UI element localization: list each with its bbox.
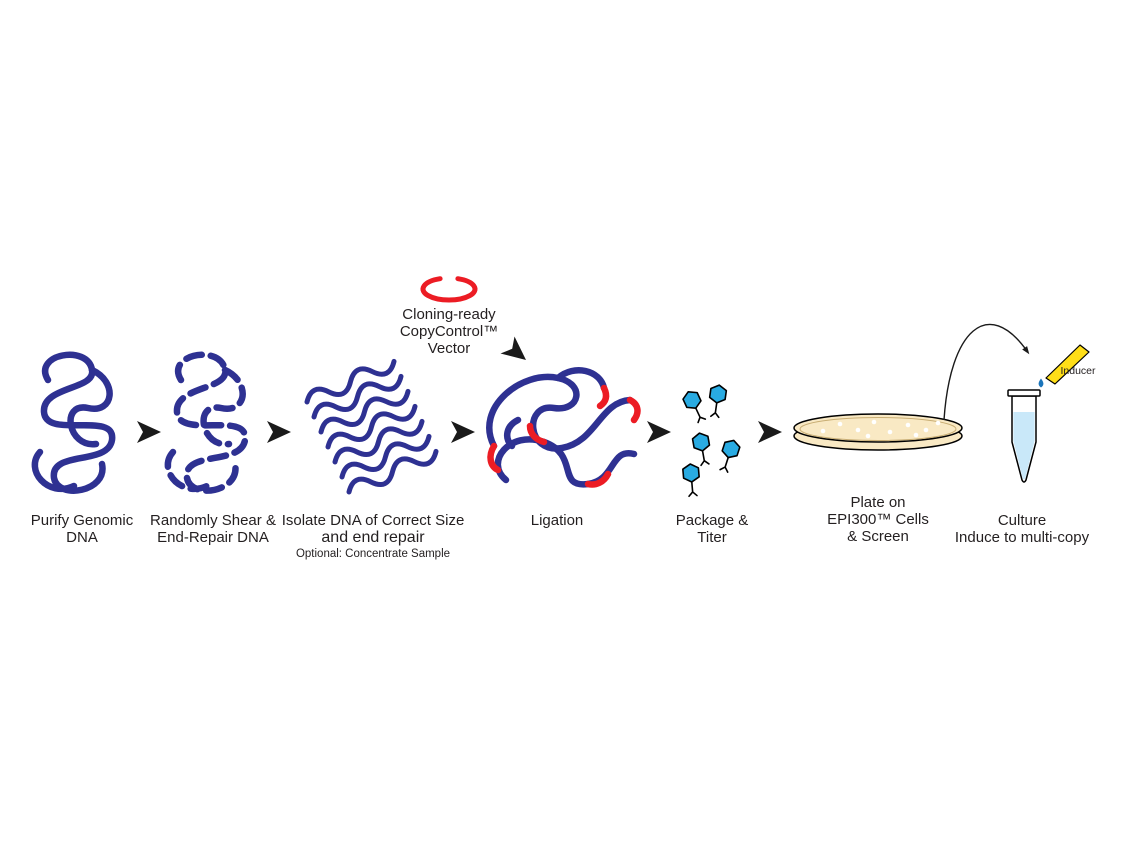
phage-particle: [719, 439, 741, 473]
label-line: Culture: [997, 512, 1047, 529]
label-line: and end repair: [321, 529, 425, 546]
ligation-red-segment: [526, 422, 548, 446]
vector-ring-icon: [420, 276, 478, 303]
phage-particle: [682, 391, 707, 424]
ligation-red-segment: [626, 396, 641, 424]
label-cloning-ready-vector: Cloning-ready CopyControl™ Vector: [400, 306, 498, 357]
step-arrow-5: [758, 421, 782, 443]
label-inducer: Inducer: [1060, 365, 1095, 377]
phage-particle: [708, 384, 728, 419]
ligation-red-segment: [584, 470, 612, 488]
label-line: Ligation: [530, 512, 584, 529]
ligation-red-segment: [487, 442, 502, 474]
genomic-dna-tangle-icon: [31, 351, 116, 494]
step-arrow-1: [137, 421, 161, 443]
petri-dish-icon: [793, 413, 963, 451]
label-line: Purify Genomic: [30, 512, 134, 529]
phage-particles-icon: [682, 384, 741, 498]
step-arrow-4: [647, 421, 671, 443]
label-line: Inducer: [1060, 365, 1096, 377]
step-arrow-3: [451, 421, 475, 443]
label-line: Plate on: [850, 494, 906, 511]
label-ligation: Ligation: [531, 512, 584, 529]
tube-cap: [1007, 389, 1041, 397]
transfer-arrow: [943, 323, 1028, 421]
label-line: Cloning-ready: [402, 306, 496, 323]
inducer-drop-icon: [1038, 378, 1044, 388]
microcentrifuge-tube-icon: [1007, 389, 1041, 483]
pipette-tip-icon: [1045, 344, 1090, 385]
ligation-tangle-icon: [486, 367, 641, 488]
label-optional-note: Optional: Concentrate Sample: [295, 548, 451, 560]
colonies: [820, 419, 941, 439]
sheared-dna-tangle-icon: [164, 351, 249, 494]
label-line: Package &: [675, 512, 749, 529]
vector-arrow: [500, 336, 526, 360]
label-line: Vector: [427, 340, 471, 357]
step-arrow-2: [267, 421, 291, 443]
label-randomly-shear: Randomly Shear & End-Repair DNA: [150, 512, 276, 546]
label-isolate-dna: Isolate DNA of Correct Size and end repa…: [282, 512, 465, 561]
phage-particle: [691, 432, 711, 467]
label-package-titer: Package & Titer: [676, 512, 749, 546]
label-line: Titer: [697, 529, 727, 546]
label-line: DNA: [66, 529, 98, 546]
label-line: EPI300™ Cells: [827, 511, 929, 528]
label-line: Induce to multi-copy: [954, 529, 1090, 546]
label-line: End-Repair DNA: [157, 529, 269, 546]
label-line: Isolate DNA of Correct Size: [281, 512, 465, 529]
size-selected-dna-strands-icon: [304, 358, 439, 495]
label-line: CopyControl™: [399, 323, 499, 340]
label-line: & Screen: [847, 528, 909, 545]
phage-particle: [682, 463, 700, 498]
label-plate-epi300: Plate on EPI300™ Cells & Screen: [827, 494, 929, 545]
label-line: Randomly Shear &: [150, 512, 276, 529]
ligation-red-segment: [596, 384, 610, 410]
label-purify-genomic-dna: Purify Genomic DNA: [31, 512, 134, 546]
label-culture-induce: Culture Induce to multi-copy: [955, 512, 1089, 546]
tube-liquid: [1013, 412, 1035, 480]
transfer-arrowhead: [1022, 346, 1030, 355]
